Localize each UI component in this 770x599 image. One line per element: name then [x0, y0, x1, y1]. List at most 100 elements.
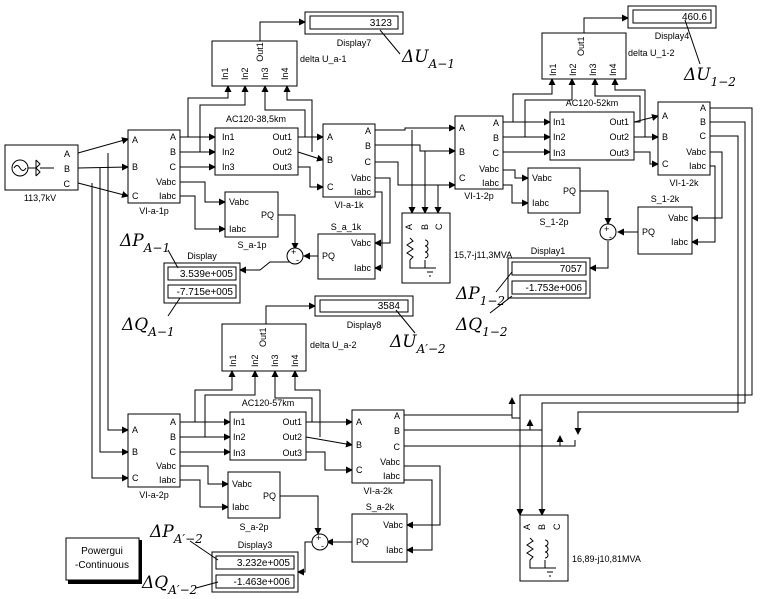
- delta3-out1: Out1: [258, 327, 268, 347]
- display8-value: 3584: [378, 301, 401, 312]
- load1-block[interactable]: A B C 15,7-j11,3MVA: [401, 212, 512, 284]
- vi-a-2p-out-iabc: Iabc: [159, 475, 177, 485]
- s-a-2p-label: S_a-2p: [239, 522, 268, 532]
- s-a-1p-block[interactable]: Vabc Iabc PQ S_a-1p: [224, 191, 279, 250]
- delta2-in4: In4: [608, 63, 618, 76]
- vi-a-1p-block[interactable]: A B C A B C Vabc Iabc VI-a-1p: [127, 129, 181, 216]
- vi-a-2k-out-a: A: [394, 411, 400, 421]
- s-a-2k-block[interactable]: PQ Vabc Iabc S_a-2k: [351, 502, 408, 563]
- vi-a-2p-label: VI-a-2p: [139, 490, 169, 500]
- line3-in3: In3: [233, 448, 246, 458]
- vi-1-2p-block[interactable]: A B C A B C Vabc Iabc VI-1-2p: [454, 115, 504, 201]
- annotation-dp-a1: ΔPA−1: [119, 231, 170, 255]
- s-1-2p-block[interactable]: Vabc Iabc PQ S_1-2p: [527, 167, 581, 227]
- line2-out1: Out1: [609, 117, 629, 127]
- vi-a-1k-out-a: A: [365, 126, 371, 136]
- vi-a-1k-out-c: C: [365, 157, 372, 167]
- annotation-dq-a1: ΔQA−1: [121, 315, 175, 339]
- line3-in2: In2: [233, 432, 246, 442]
- s-a-2p-block[interactable]: Vabc Iabc PQ S_a-2p: [227, 471, 281, 532]
- vi-a-2k-out-b: B: [394, 426, 400, 436]
- vi-a-1p-out-vabc: Vabc: [156, 177, 176, 187]
- powergui-line2: -Continuous: [75, 560, 129, 571]
- sum3-plus: +: [316, 533, 321, 543]
- vi-a-1p-label: VI-a-1p: [139, 206, 169, 216]
- s-1-2k-block[interactable]: PQ Vabc Iabc S_1-2k: [637, 194, 693, 255]
- annotations: ΔUA−1 ΔU1−2 ΔUA′−2 ΔPA−1 ΔQA−1 ΔP1−2 ΔQ1…: [119, 19, 736, 597]
- vi-1-2k-in-b: B: [662, 132, 668, 142]
- line3-block[interactable]: In1 In2 In3 Out1 Out2 Out3 AC120-57km: [229, 398, 307, 461]
- s-a-1p-in-iabc: Iabc: [229, 224, 247, 234]
- annotation-dq-12: ΔQ1−2: [455, 315, 508, 339]
- sum1-minus: -: [296, 255, 299, 265]
- delta3-in2: In2: [250, 354, 260, 367]
- load2-block[interactable]: A B C 16,89-j10,81MVA: [519, 514, 641, 582]
- vi-a-1k-in-c: C: [327, 182, 334, 192]
- vi-a-2k-in-c: C: [356, 465, 363, 475]
- line3-in1: In1: [233, 417, 246, 427]
- delta3-block[interactable]: Out1 In1 In2 In3 In4 delta U_a-2: [221, 323, 357, 372]
- vi-a-1k-out-b: B: [365, 141, 371, 151]
- display4-block[interactable]: 460.6 Display4: [627, 5, 717, 41]
- line1-label: AC120-38,5km: [226, 114, 286, 124]
- display-value-p: 3.539e+005: [180, 269, 234, 280]
- line2-label: AC120-52km: [566, 98, 619, 108]
- line1-block[interactable]: In1 In2 In3 Out1 Out2 Out3 AC120-38,5km: [214, 114, 299, 176]
- display-block[interactable]: 3.539e+005 -7.715e+005 Display: [163, 251, 241, 304]
- delta1-block[interactable]: Out1 In1 In2 In3 In4 delta U_a-1: [211, 40, 347, 87]
- delta1-in4: In4: [280, 67, 290, 80]
- delta1-in2: In2: [240, 67, 250, 80]
- source-block[interactable]: A B C 113,7kV: [4, 144, 79, 203]
- line1-in1: In1: [222, 132, 235, 142]
- delta1-out1: Out1: [255, 42, 265, 62]
- s-a-1p-out-pq: PQ: [261, 210, 274, 220]
- line2-block[interactable]: In1 In2 In3 Out1 Out2 Out3 AC120-52km: [549, 98, 635, 161]
- vi-a-1k-block[interactable]: A B C A B C Vabc Iabc VI-a-1k: [322, 123, 376, 210]
- vi-a-2p-out-a: A: [170, 417, 176, 427]
- s-1-2p-label: S_1-2p: [539, 217, 568, 227]
- display4-value: 460.6: [682, 12, 707, 23]
- display1-block[interactable]: 7057 -1.753e+006 Display1: [507, 246, 591, 299]
- vi-a-2k-in-a: A: [356, 417, 362, 427]
- s-1-2p-in-iabc: Iabc: [532, 198, 550, 208]
- s-a-1k-block[interactable]: PQ Vabc Iabc S_a_1k: [317, 222, 376, 280]
- s-a-1p-label: S_a-1p: [237, 240, 266, 250]
- vi-a-2p-block[interactable]: A B C A B C Vabc Iabc VI-a-2p: [127, 413, 181, 500]
- delta1-label: delta U_a-1: [300, 54, 347, 64]
- line3-out1: Out1: [282, 417, 302, 427]
- vi-1-2p-out-iabc: Iabc: [482, 178, 500, 188]
- source-port-b: B: [64, 164, 70, 174]
- s-a-2k-in-iabc: Iabc: [386, 545, 404, 555]
- source-port-a: A: [64, 149, 70, 159]
- delta3-in1: In1: [228, 354, 238, 367]
- display4-label: Display4: [655, 31, 690, 41]
- load2-port-a: A: [522, 524, 532, 530]
- s-a-2p-out-pq: PQ: [263, 491, 276, 501]
- annotation-du-a1: ΔUA−1: [401, 47, 455, 71]
- sum2-block[interactable]: + -: [599, 223, 617, 242]
- display8-block[interactable]: 3584 Display8: [314, 295, 414, 330]
- vi-a-2k-block[interactable]: A B C A B C Vabc Iabc VI-a-2k: [351, 409, 405, 496]
- load1-port-a: A: [404, 224, 414, 230]
- s-a-2k-out-pq: PQ: [356, 537, 369, 547]
- display3-block[interactable]: 3.232e+005 -1.463e+006 Display3: [211, 540, 299, 593]
- line1-out1: Out1: [272, 132, 292, 142]
- line1-out2: Out2: [272, 147, 292, 157]
- vi-1-2p-in-a: A: [459, 123, 465, 133]
- powergui-line1: Powergui: [81, 546, 123, 557]
- vi-a-1p-out-iabc: Iabc: [159, 191, 177, 201]
- vi-1-2p-in-c: C: [459, 173, 466, 183]
- sum3-block[interactable]: + -: [311, 533, 329, 551]
- delta2-block[interactable]: Out1 In1 In2 In3 In4 delta U_1-2: [541, 32, 675, 80]
- display7-block[interactable]: 3123 Display7: [304, 11, 404, 48]
- powergui-block[interactable]: Powergui -Continuous: [65, 537, 142, 584]
- annotation-du-12: ΔU1−2: [683, 65, 736, 89]
- vi-1-2k-block[interactable]: A B C A B C Vabc Iabc VI-1-2k: [657, 101, 711, 188]
- display1-value-q: -1.753e+006: [526, 283, 583, 294]
- annotation-dq-a2: ΔQA′−2: [141, 573, 197, 597]
- delta3-in3: In3: [270, 354, 280, 367]
- display7-label: Display7: [337, 38, 372, 48]
- vi-a-2k-in-b: B: [356, 440, 362, 450]
- sum1-block[interactable]: + -: [286, 247, 304, 265]
